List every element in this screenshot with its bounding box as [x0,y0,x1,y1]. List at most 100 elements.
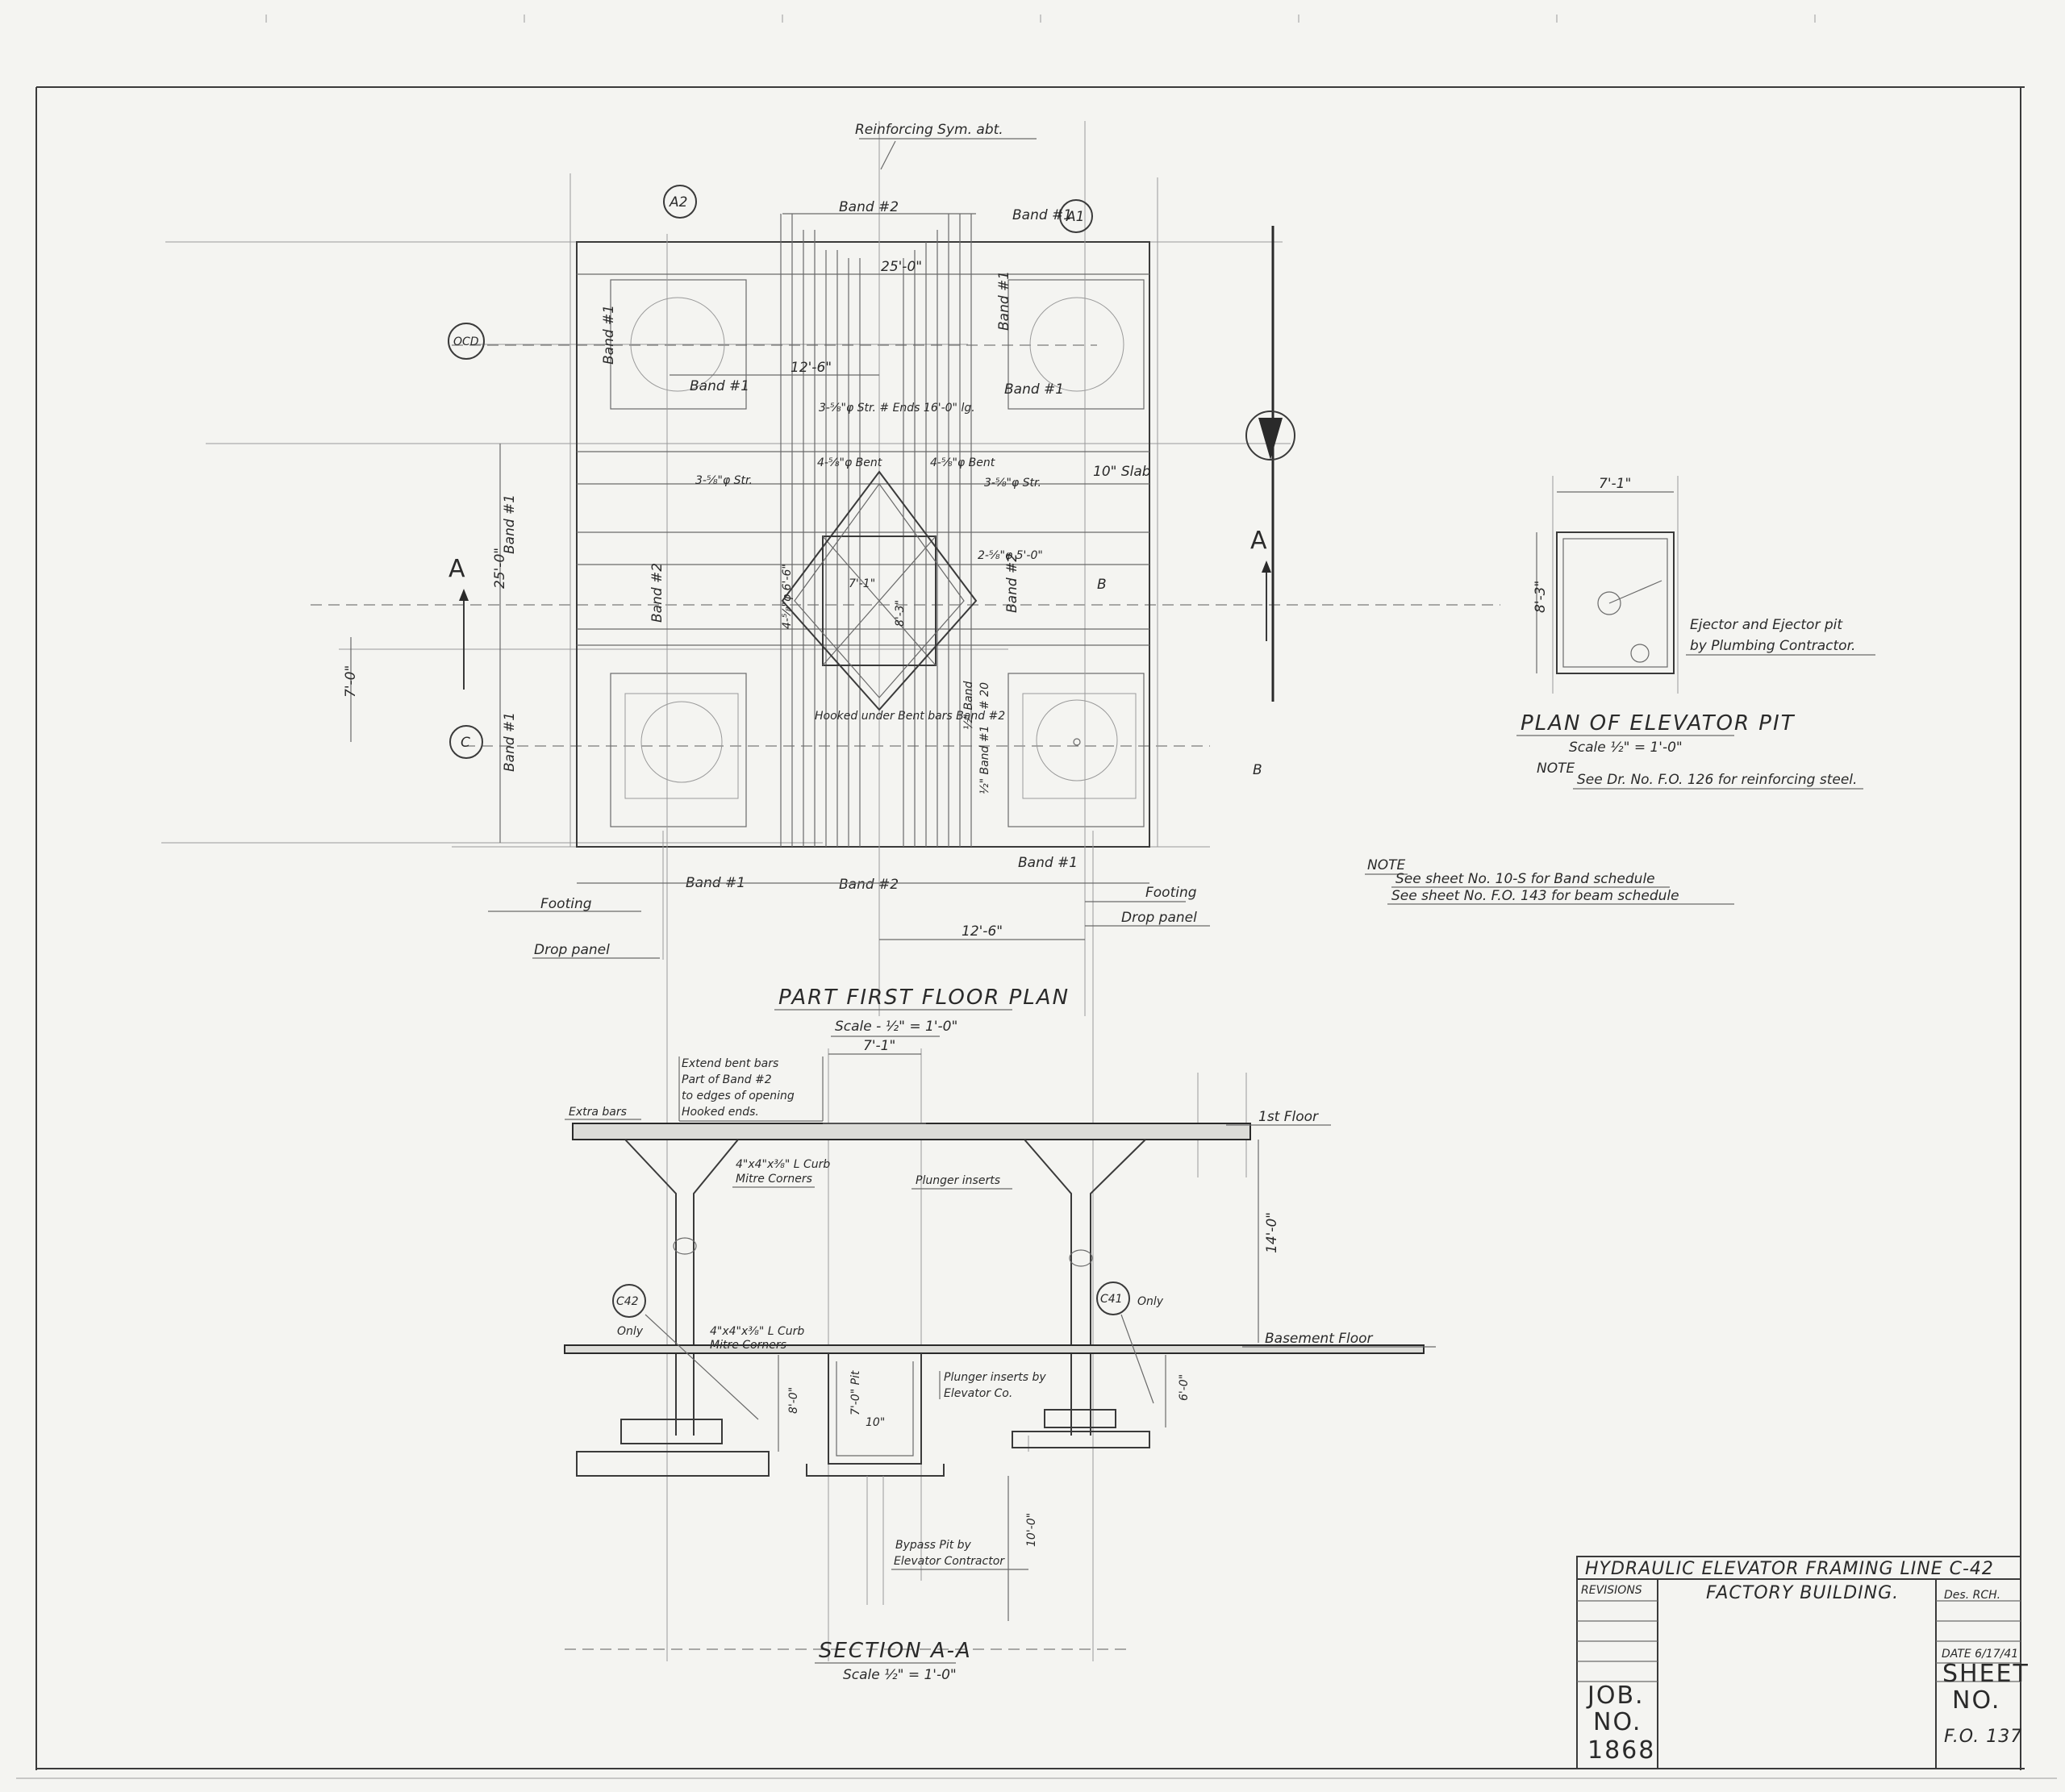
first-floor-label: 1st Floor [1258,1109,1319,1125]
section-height: 14'-0" [1264,1212,1280,1253]
dim-opening-w: 7'-1" [849,577,875,590]
curb-bot-2: Mitre Corners [710,1339,786,1352]
grid-label-b-lower: B [1253,762,1262,778]
pit-height: 8'-3" [1533,581,1549,613]
deep-dim: 10'-0" [1025,1513,1038,1547]
section-scale: Scale ½" = 1'-0" [843,1667,957,1683]
bars-str-ends: 3-⅝"φ Str. # Ends 16'-0" lg. [819,402,975,415]
bars-n20: # 20 [978,682,991,710]
titleblock-sheet-label-1: SHEET [1942,1660,2030,1688]
pit-scale: Scale ½" = 1'-0" [1569,740,1683,756]
pit-note-text: See Dr. No. F.O. 126 for reinforcing ste… [1577,772,1857,788]
plunger-elev-2: Elevator Co. [944,1387,1012,1400]
reinforcing-symbol-label: Reinforcing Sym. abt. [855,122,1003,138]
grid-bubble-ocd [448,323,485,360]
bars-hooked: Hooked under Bent bars Band #2 [815,710,1005,723]
titleblock-job-label-1: JOB. [1586,1682,1645,1710]
band1-vert-left: Band #1 [601,305,617,365]
dim-half-span: 12'-6" [791,360,832,376]
bypass-2: Elevator Contractor [894,1555,1005,1568]
band1-h-right: Band #1 [1004,381,1064,398]
plan-scale: Scale - ½" = 1'-0" [835,1019,957,1035]
bars-slab: 10" Slab [1093,464,1151,480]
grid-label-a41: A1 [1066,209,1084,225]
band1-left-mid: Band #1 [502,494,518,554]
bypass-1: Bypass Pit by [895,1539,972,1552]
dim-bottom-span: 12'-6" [962,923,1003,940]
grid-bubble-c [449,725,483,759]
notes-label: NOTE [1367,857,1405,873]
extend-note-4: Hooked ends. [682,1106,759,1119]
north-arrow-icon [1245,410,1295,461]
titleblock-date: DATE 6/17/41 [1942,1648,2018,1661]
drop-right-label: Drop panel [1121,910,1197,926]
extend-note-2: Part of Band #2 [682,1073,772,1086]
titleblock-revisions: REVISIONS [1581,1584,1642,1597]
bars-band1-note: ½" Band #1 [978,726,991,795]
band1-left-low: Band #1 [502,712,518,772]
titleblock-title: HYDRAULIC ELEVATOR FRAMING LINE C-42 [1585,1559,1994,1579]
elevator-pit-plan: 7'-1" 8'-3" Ejector and Ejector pit by P… [1516,476,1875,790]
only-left-label: Only [617,1325,644,1338]
band2-left: Band #2 [649,563,665,623]
curb-top-2: Mitre Corners [736,1173,812,1186]
section-aa: 7'-1" Extend bent bars Part of Band #2 t… [564,944,1436,1683]
plunger-elev-1: Plunger inserts by [944,1371,1046,1384]
plunger-inserts: Plunger inserts [916,1174,1000,1187]
section-arrow-left [459,589,469,601]
bars-diag-right: 2-⅝"φ 5'-0" [978,549,1043,562]
basement-floor-label: Basement Floor [1265,1331,1374,1347]
bars-bent-left: 4-⅝"φ Bent [817,456,882,469]
band1-top-label: Band #1 [1012,207,1072,223]
only-right-label: Only [1137,1295,1164,1308]
c42-label: C42 [616,1295,639,1308]
dim-top-width: 25'-0" [881,259,922,275]
section-title: SECTION A-A [819,1639,972,1663]
general-notes: NOTE See sheet No. 10-S for Band schedul… [1365,857,1734,905]
notes-line-1: See sheet No. 10-S for Band schedule [1395,871,1655,887]
pit-title: PLAN OF ELEVATOR PIT [1521,711,1796,736]
first-floor-plan: A A A2 A1 OCD C B B Band #2 Band #1 25'-… [161,121,1500,1037]
dim-seven-ft: 7'-0" [343,665,359,698]
drain-icon [1630,644,1650,663]
bars-band2-note: ½" Band [962,681,975,730]
dim-opening-h: 8'-3" [894,600,907,627]
extend-note-3: to edges of opening [682,1090,795,1102]
titleblock-sheet-label-2: NO. [1952,1686,2000,1715]
section-top-dim: 7'-1" [863,1038,895,1054]
band2-right: Band #2 [1004,553,1020,613]
curb-bot-1: 4"x4"x⅜" L Curb [710,1325,804,1338]
titleblock-des: Des. RCH. [1944,1589,2000,1602]
bars-diag-left: 4-⅝"φ 6'-6" [781,564,794,629]
extend-note-1: Extend bent bars [682,1057,778,1070]
dim-left-height: 25'-0" [492,548,508,589]
small-dim: 10" [866,1416,885,1429]
section-arrow-right [1262,561,1271,573]
grid-bubble-a41 [1059,199,1093,233]
band2-bottom: Band #2 [839,877,899,893]
c42-bubble [612,1284,646,1318]
band1-vert-right: Band #1 [996,271,1012,331]
c41-label: C41 [1100,1293,1123,1306]
bars-bent-right: 4-⅝"φ Bent [930,456,995,469]
dim-left-section: 8'-0" [787,1387,800,1414]
band1-h-left: Band #1 [690,378,749,394]
bars-str-right: 3-⅝"φ Str. [984,477,1041,490]
band1-bottom-right: Band #1 [1018,855,1078,871]
pit-depth-label: 7'-0" Pit [849,1370,862,1415]
grid-label-b: B [1097,577,1107,593]
section-mark-left: A [448,555,465,583]
footing-left-label: Footing [540,896,592,912]
ejector-note-1: Ejector and Ejector pit [1690,617,1843,633]
ejector-note-2: by Plumbing Contractor. [1690,638,1855,654]
c41-bubble [1096,1281,1130,1315]
plan-title: PART FIRST FLOOR PLAN [778,986,1070,1010]
curb-top-1: 4"x4"x⅜" L Curb [736,1158,830,1171]
grid-label-ocd: OCD [453,335,479,348]
pit-note-label: NOTE [1537,761,1575,777]
titleblock-job-label-2: NO. [1593,1708,1642,1736]
ejector-icon [1597,591,1621,615]
titleblock-building: FACTORY BUILDING. [1706,1583,1899,1603]
title-block: HYDRAULIC ELEVATOR FRAMING LINE C-42 REV… [1576,1556,2030,1769]
